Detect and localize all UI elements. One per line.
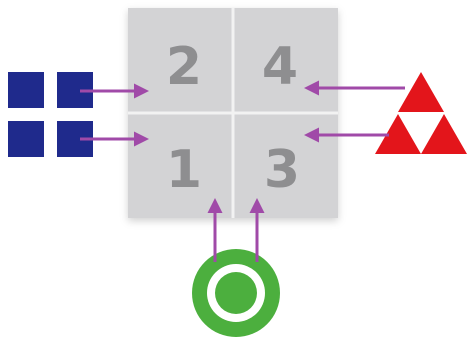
cell-label-top-right: 4 <box>262 37 298 97</box>
cell-label-bottom-left: 1 <box>166 140 202 200</box>
red-triangle <box>421 114 467 154</box>
red-triangles-icon <box>375 72 467 154</box>
cell-label-bottom-right: 3 <box>264 140 300 200</box>
blue-square <box>8 72 44 108</box>
cell-label-top-left: 2 <box>166 37 202 97</box>
green-ring-core <box>215 272 257 314</box>
red-triangle <box>398 72 444 112</box>
green-ring-icon <box>192 249 280 337</box>
blue-square <box>8 121 44 157</box>
red-triangle <box>375 114 421 154</box>
arrows <box>80 80 405 262</box>
blue-squares-icon <box>8 72 93 157</box>
